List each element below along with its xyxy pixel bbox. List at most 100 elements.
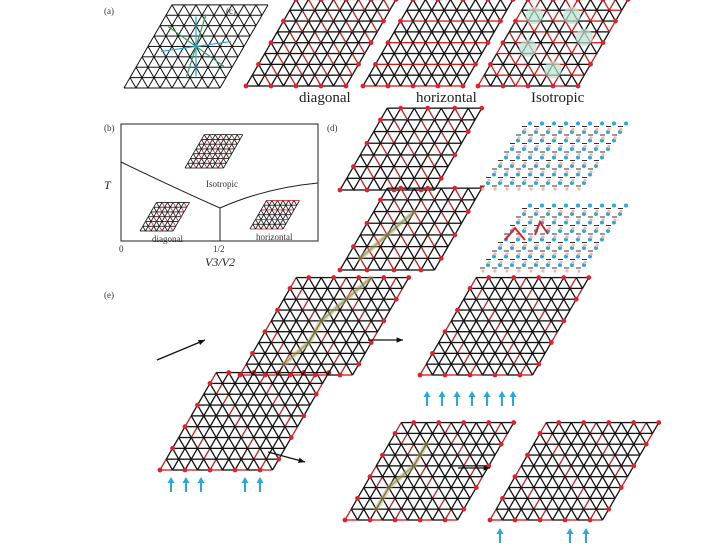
lattice-bond: [601, 465, 610, 478]
lattice-bond: [189, 25, 197, 37]
lattice-bond: [570, 476, 579, 488]
lattice-bond: [375, 487, 384, 499]
lattice-bond: [500, 288, 509, 300]
lattice-bond: [198, 148, 202, 154]
lattice-bond: [381, 465, 390, 478]
site: [561, 318, 567, 324]
lattice-bond: [388, 454, 396, 467]
lattice-bond: [443, 53, 452, 65]
lattice-bond: [195, 15, 203, 26]
lattice-bond: [614, 433, 622, 445]
site: [262, 372, 268, 378]
pink-site: [541, 187, 545, 191]
lattice-bond: [413, 476, 421, 488]
lattice-bond: [223, 134, 227, 140]
lattice-bond: [178, 202, 182, 208]
phase-label-isotropic: Isotropic: [206, 179, 238, 189]
lattice-bond: [494, 331, 502, 343]
lattice-bond: [386, 166, 395, 179]
lattice-bond: [379, 142, 388, 156]
lattice-bond: [576, 498, 585, 510]
lattice-bond: [263, 224, 267, 230]
lattice-bond: [364, 20, 372, 33]
lattice-bond: [399, 42, 408, 54]
lattice-bond: [570, 465, 579, 478]
lattice-bond: [469, 422, 477, 434]
lattice-bond: [225, 46, 233, 58]
lattice-bond: [551, 498, 560, 510]
lattice-bond: [123, 77, 131, 89]
lattice-bond: [217, 158, 222, 164]
lattice-bond: [228, 393, 236, 406]
lattice-bond: [431, 64, 439, 76]
lattice-bond: [345, 9, 353, 22]
lattice-bond: [214, 143, 219, 150]
lattice-bond: [438, 476, 446, 488]
lattice-bond: [550, 309, 559, 322]
lattice-bond: [475, 422, 484, 434]
site: [575, 0, 581, 2]
lattice-bond: [387, 53, 395, 65]
lattice-bond: [201, 148, 205, 154]
pink-site: [577, 218, 581, 222]
lattice-bond: [314, 9, 322, 22]
lattice-bond: [228, 153, 233, 159]
lattice-bond: [206, 163, 211, 169]
lattice-bond: [556, 288, 565, 300]
lattice-bond: [551, 487, 560, 499]
site: [368, 40, 374, 46]
lattice-bond: [129, 77, 137, 89]
lattice-bond: [159, 56, 167, 68]
lattice-bond: [431, 53, 439, 65]
site: [643, 441, 649, 447]
lattice-bond: [521, 53, 529, 65]
lattice-bond: [539, 53, 548, 65]
lattice-bond: [307, 9, 316, 22]
lattice-bond: [533, 20, 542, 33]
pink-site: [595, 161, 599, 166]
pink-site: [487, 178, 491, 183]
lattice-bond: [245, 363, 254, 376]
lattice-bond: [150, 216, 155, 222]
pink-site: [535, 260, 539, 265]
lattice-bond: [413, 199, 422, 212]
lattice-bond: [189, 15, 197, 26]
lattice-bond: [440, 211, 449, 224]
lattice-bond: [206, 153, 211, 159]
lattice-bond: [576, 476, 585, 488]
site: [581, 420, 587, 425]
lattice-bond: [249, 15, 257, 26]
lattice-bond: [444, 498, 452, 510]
lattice-bond: [456, 476, 465, 488]
lattice-bond: [320, 298, 329, 311]
lattice-bond: [141, 77, 149, 89]
lattice-bond: [266, 219, 270, 225]
lattice-bond: [161, 226, 166, 232]
lattice-bond: [203, 415, 211, 428]
lattice-bond: [620, 443, 629, 456]
site: [275, 307, 280, 313]
site: [393, 0, 399, 2]
lattice-bond: [381, 508, 390, 521]
lattice-bond: [326, 309, 335, 322]
lattice-bond: [190, 415, 199, 428]
lattice-bond: [383, 0, 391, 11]
lattice-bond: [212, 139, 216, 145]
lattice-bond: [406, 9, 414, 22]
lattice-bond: [620, 433, 629, 445]
lattice-bond: [444, 487, 452, 499]
lattice-bond: [189, 77, 197, 89]
lattice-bond: [351, 320, 360, 333]
pink-site: [619, 127, 623, 132]
lattice-bond: [525, 363, 534, 376]
pink-site: [529, 187, 533, 191]
lattice-bond: [153, 226, 157, 232]
site: [525, 0, 531, 2]
lattice-bond: [370, 20, 378, 33]
pink-site: [523, 161, 527, 166]
lattice-bond: [246, 393, 255, 406]
lattice-bond: [376, 298, 385, 311]
arrow-head: [198, 339, 205, 345]
lattice-bond: [295, 9, 303, 22]
lattice-bond: [217, 134, 222, 140]
